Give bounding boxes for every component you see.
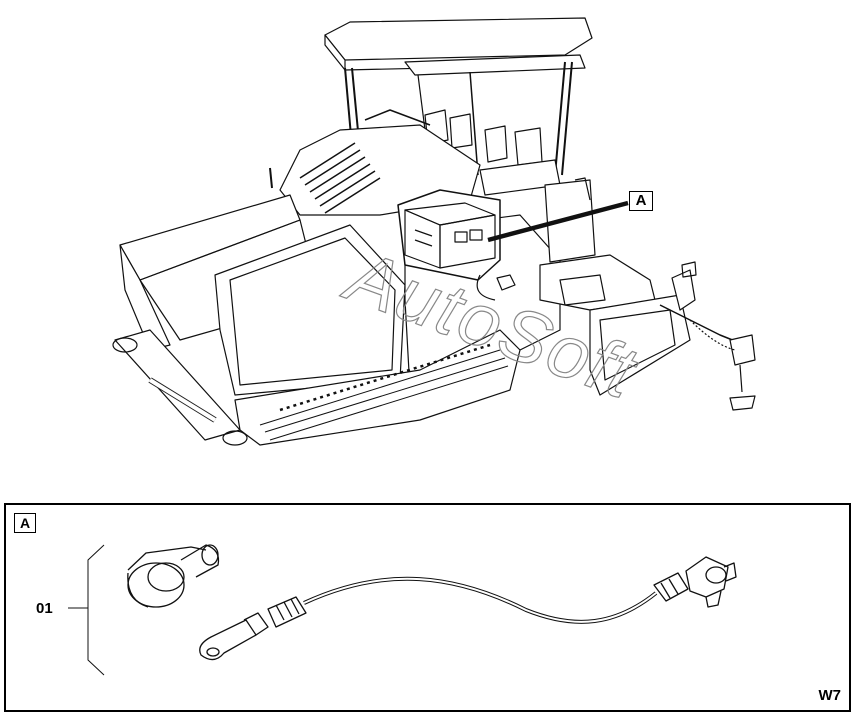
- detail-label: A: [14, 513, 36, 533]
- item-number-01: 01: [36, 600, 53, 617]
- sheet-code: W7: [818, 687, 842, 704]
- terminal-cap-icon: [127, 544, 220, 608]
- paver-illustration: [112, 17, 756, 446]
- callout-a: A: [629, 191, 653, 211]
- detail-drawing: [68, 544, 737, 676]
- battery-box: [397, 189, 516, 301]
- detail-panel: A: [4, 503, 851, 712]
- battery-cable-icon: [199, 556, 737, 661]
